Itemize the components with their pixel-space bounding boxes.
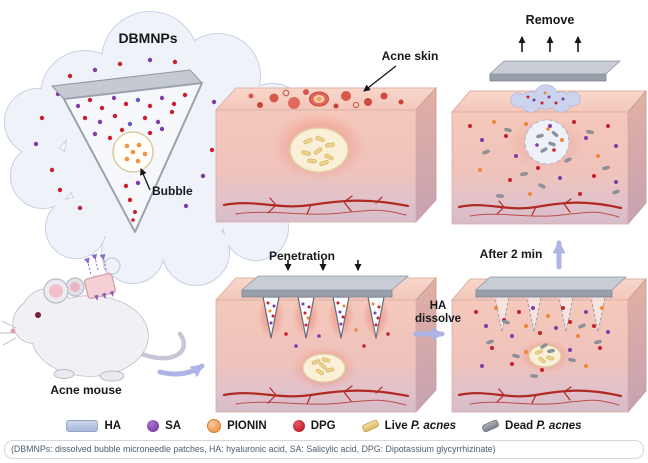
legend-label: DPG [310,420,336,432]
panel-acne-skin [214,86,438,224]
legend-label: Dead P. acnes [505,420,582,432]
legend-item-ha: HA [66,420,121,432]
after-2min-label: After 2 min [479,247,543,261]
bubble-pointer-arrow [140,168,151,191]
penetration-label: Penetration [268,249,335,263]
pionin-dot [207,419,222,433]
legend-label: SA [165,420,182,432]
mouse-back-patch [84,253,116,302]
dead-pacnes-swatch [481,418,500,434]
mouse-illustration [0,253,187,382]
legend-item-dead-pacnes: Dead P. acnes [481,418,582,434]
dpg-dot [292,420,305,432]
footnote-abbreviations: (DBMNPs: dissolved bubble microneedle pa… [4,440,644,459]
penetration-arrows [284,260,362,272]
patch-top [240,275,410,291]
acne-mouse-label: Acne mouse [50,383,122,397]
patch-front [241,289,393,298]
dbmnps-label: DBMNPs [118,30,178,46]
mouse-to-skin-arrow [157,363,205,378]
mouse-tail [139,331,187,361]
remove-patch [488,60,622,82]
mouse-eye [35,312,41,318]
mouse-nose [10,328,16,334]
legend-label: PIONIN [227,420,267,432]
legend: HA SA PIONIN DPG Live P. acnes Dead P. a… [0,413,648,439]
legend-item-pionin: PIONIN [207,419,267,433]
legend-label: Live P. acnes [384,420,457,432]
dbmnp-patch-illustration [33,57,231,233]
ha-dissolve-label: HA dissolve [414,300,462,326]
ha-swatch [66,420,99,432]
panel-removed-skin [450,84,648,226]
bubble-label: Bubble [152,184,193,198]
legend-label: HA [104,420,122,432]
remove-label: Remove [525,13,575,27]
mouse-whiskers [0,320,17,346]
patch-top [474,276,628,291]
sa-dot [147,420,160,432]
legend-item-live-pacnes: Live P. acnes [360,418,457,434]
panel-ha-dissolve [450,276,648,414]
acne-skin-pointer-arrow [363,65,397,92]
acne-skin-label: Acne skin [381,49,439,63]
live-pacnes-swatch [360,418,380,434]
acne-bumps [248,89,404,109]
patch-front [475,289,613,298]
dissolved-ha-blob [510,84,581,113]
panel-penetration [214,275,438,414]
residual-bubble [524,119,570,165]
legend-item-dpg: DPG [292,420,336,432]
legend-item-sa: SA [147,420,181,432]
bacteria-cluster [528,344,562,368]
remove-arrows [518,35,582,52]
